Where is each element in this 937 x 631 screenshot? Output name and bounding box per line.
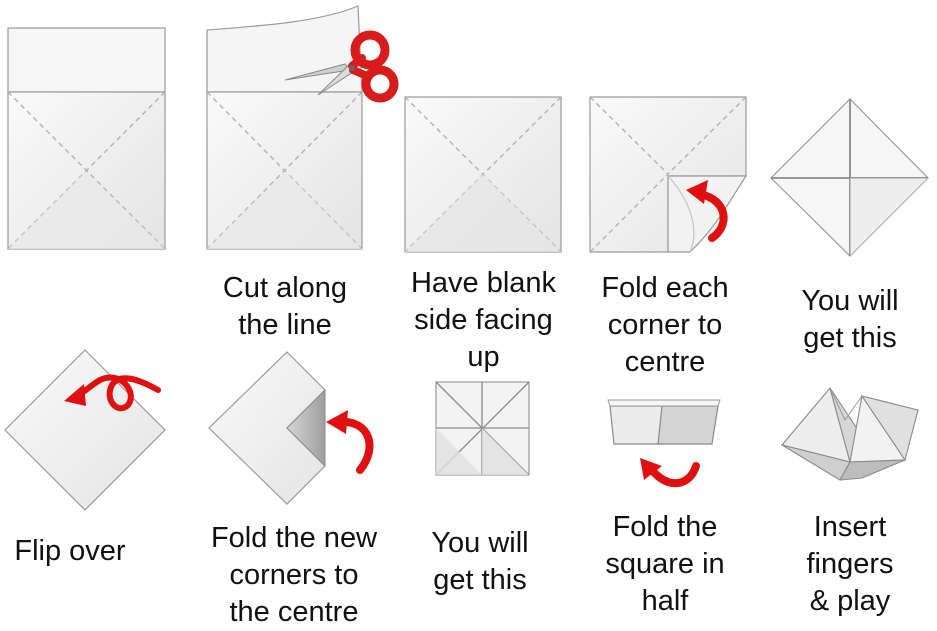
- step-3-blank-square: [405, 97, 561, 252]
- step-2-caption: Cut along the line: [200, 270, 370, 344]
- curved-arrow-icon: [640, 458, 696, 483]
- step-7-fold-new-corners: [209, 352, 370, 504]
- step-9-caption: Fold the square in half: [585, 509, 745, 620]
- step-7-caption: Fold the new corners to the centre: [194, 520, 394, 631]
- step-4-caption: Fold each corner to centre: [580, 270, 750, 381]
- step-5-caption: You will get this: [770, 283, 930, 357]
- step-5-folded-diamond: [771, 99, 928, 256]
- step-8-caption: You will get this: [410, 525, 550, 599]
- step-6-caption: Flip over: [0, 533, 140, 570]
- step-9-fold-in-half: [608, 400, 720, 483]
- step-8-folded-square: [436, 382, 529, 475]
- step-2-cut-paper: [207, 6, 394, 249]
- step-10-caption: Insert fingers & play: [775, 509, 925, 620]
- step-1-paper-with-diagonal-creases: [8, 28, 165, 249]
- step-4-fold-corner: [590, 97, 746, 252]
- curved-arrow-icon: [326, 410, 370, 470]
- step-10-fortune-teller: [782, 388, 918, 480]
- step-3-caption: Have blank side facing up: [396, 265, 571, 376]
- step-6-flip-over: [5, 350, 165, 510]
